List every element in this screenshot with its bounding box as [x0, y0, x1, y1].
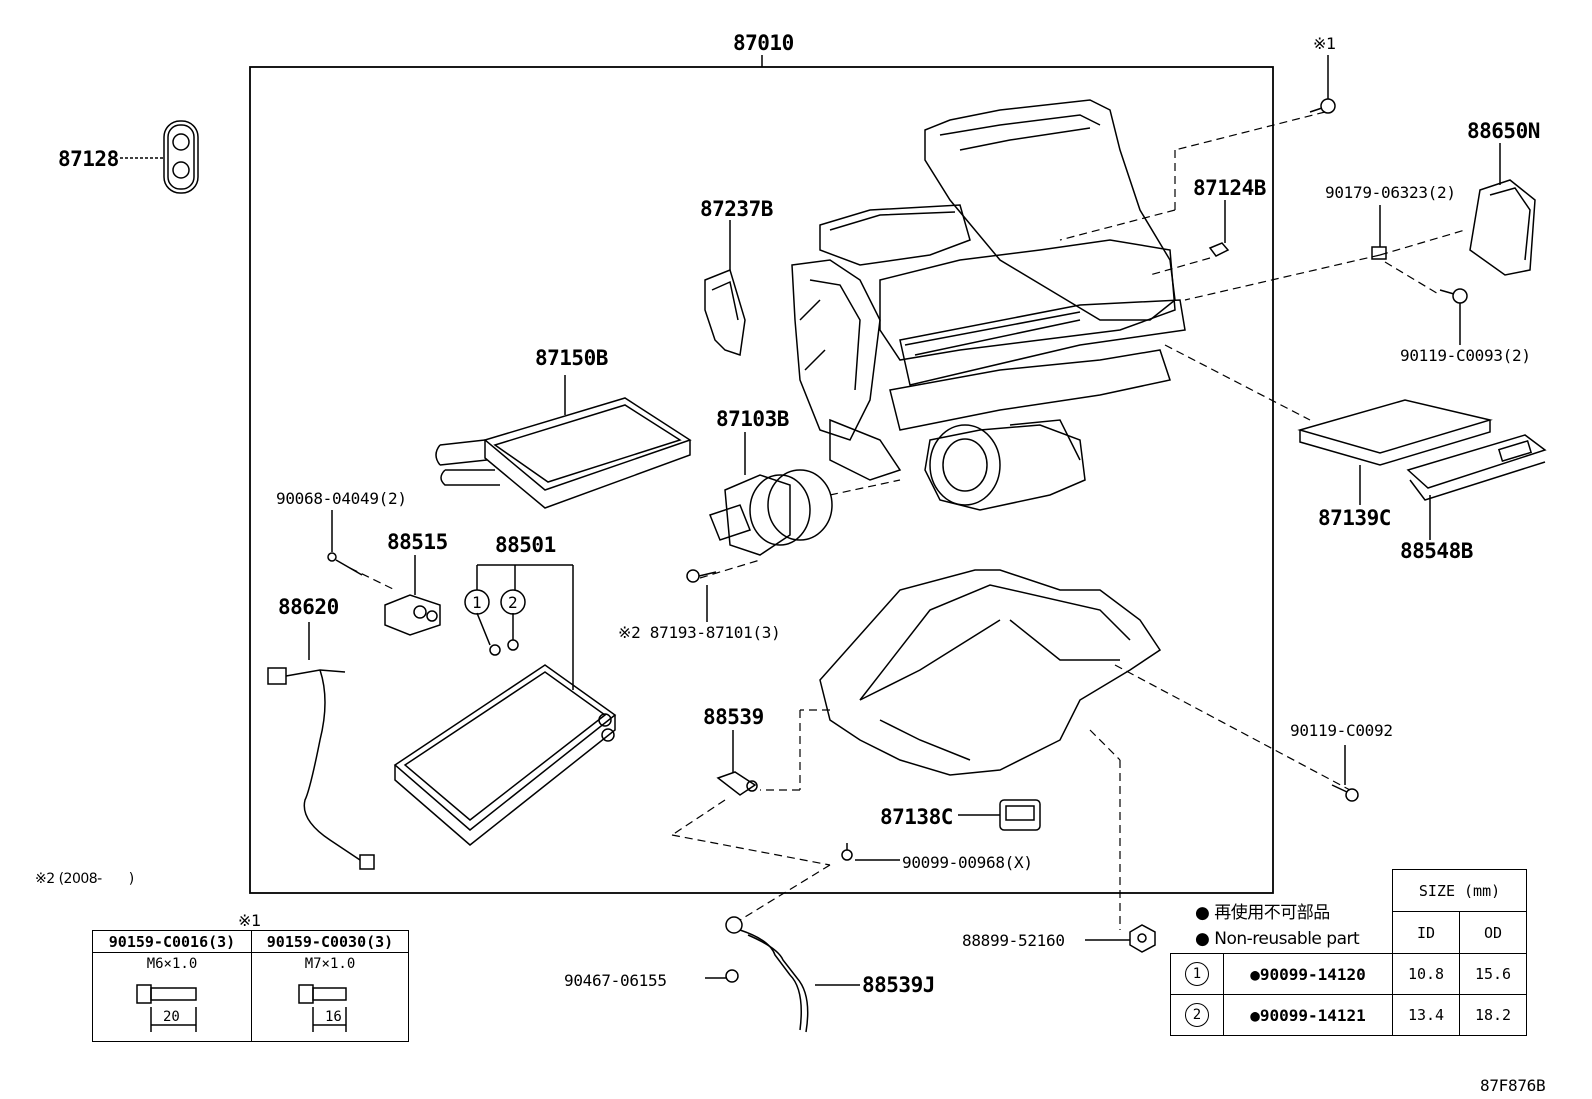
table-row: 1 ●90099-14120 10.8 15.6 — [1170, 953, 1527, 995]
row2-od: 18.2 — [1459, 994, 1527, 1036]
note1-mark: ※1 — [1313, 34, 1336, 53]
row2-id: 13.4 — [1392, 994, 1460, 1036]
label-90119-C0093: 90119-C0093(2) — [1400, 346, 1531, 365]
table-blank-mid-left — [1170, 911, 1393, 954]
assembly-frame — [249, 66, 1274, 894]
od-header: OD — [1459, 911, 1527, 954]
callout-number-1: 1 — [472, 593, 482, 612]
grommet-87128 — [120, 120, 199, 194]
screw-87193 — [686, 569, 717, 622]
callout-circle-2 — [500, 589, 526, 615]
label-90179-06323: 90179-06323(2) — [1325, 183, 1456, 202]
evaporator-88501 — [393, 564, 617, 846]
diagram-code: 87F876B — [1480, 1076, 1546, 1095]
label-88899-52160: 88899-52160 — [962, 931, 1065, 950]
pipe-88539J — [725, 916, 860, 1033]
bolt-col2-length: 16 — [325, 1009, 342, 1025]
bolt-col1-cell: M6×1.0 20 — [92, 952, 252, 1042]
label-88539J: 88539J — [862, 973, 935, 997]
id-header: ID — [1392, 911, 1460, 954]
label-87103B: 87103B — [716, 407, 789, 431]
bolt-spec-table: 90159-C0016(3) 90159-C0030(3) M6×1.0 20 … — [92, 930, 409, 1042]
row1-od: 15.6 — [1459, 953, 1527, 995]
row1-num: 1 — [1170, 953, 1224, 995]
label-87237B: 87237B — [700, 197, 773, 221]
label-88501: 88501 — [495, 533, 556, 557]
row2-num: 2 — [1170, 994, 1224, 1036]
table-blank-top-left — [1171, 870, 1393, 912]
row2-num-circle: 2 — [1185, 1003, 1209, 1027]
heater-case-lower — [819, 569, 1162, 776]
thermistor-88620 — [267, 622, 375, 870]
clamp-90467 — [705, 969, 739, 983]
label-90068-04049: 90068-04049(2) — [276, 489, 407, 508]
note2-text: ※2 (2008- ) — [35, 871, 134, 887]
label-88515: 88515 — [387, 530, 448, 554]
leader-lines — [349, 111, 1466, 930]
label-87139C: 87139C — [1318, 506, 1391, 530]
bolt-col2-cell: M7×1.0 16 — [251, 952, 409, 1042]
sensor-88539 — [716, 730, 758, 796]
bolt-col1-length: 20 — [163, 1009, 180, 1025]
clips — [1208, 55, 1468, 345]
callout-number-2: 2 — [508, 593, 518, 612]
connector-87138C — [958, 799, 1041, 831]
label-88548B: 88548B — [1400, 539, 1473, 563]
label-90467-06155: 90467-06155 — [564, 971, 667, 990]
label-88650N: 88650N — [1467, 119, 1540, 143]
bolt-90068 — [327, 510, 363, 576]
label-87193-87101: ※2 87193-87101(3) — [618, 623, 781, 642]
o-ring-size-table: SIZE (mm) ID OD 1 ●90099-14120 10.8 15.6… — [1170, 869, 1527, 1036]
label-87128: 87128 — [58, 147, 119, 171]
row1-num-circle: 1 — [1185, 962, 1209, 986]
bolt-col1-thread: M6×1.0 — [146, 956, 198, 972]
label-87124B: 87124B — [1193, 176, 1266, 200]
row1-part: ●90099-14120 — [1223, 953, 1393, 995]
label-90119-C0092: 90119-C0092 — [1290, 721, 1393, 740]
label-87138C: 87138C — [880, 805, 953, 829]
filter-cover-88548B — [1406, 434, 1547, 540]
expansion-valve-88515 — [384, 555, 441, 636]
amplifier-88650N — [1469, 143, 1536, 276]
label-87150B: 87150B — [535, 346, 608, 370]
callout-circle-1 — [464, 589, 490, 615]
table-row: 2 ●90099-14121 13.4 18.2 — [1170, 994, 1527, 1036]
filter-87139C — [1297, 399, 1493, 505]
bolt-90119-C0092 — [1331, 745, 1359, 802]
label-88539: 88539 — [703, 705, 764, 729]
bolt-col2-thread: M7×1.0 — [304, 956, 356, 972]
blower-motor-87103B — [709, 432, 833, 556]
bracket-87237B — [704, 220, 746, 356]
clip-90099-00968 — [841, 843, 900, 861]
label-90099-00968: 90099-00968(X) — [902, 853, 1033, 872]
bolt-col1-part: 90159-C0016(3) — [92, 930, 252, 953]
size-header: SIZE (mm) — [1392, 869, 1527, 912]
heater-core-87150B — [435, 375, 692, 509]
heater-case-upper — [791, 99, 1186, 511]
row2-part: ●90099-14121 — [1223, 994, 1393, 1036]
nut-88899 — [1085, 924, 1156, 953]
label-88620: 88620 — [278, 595, 339, 619]
row1-id: 10.8 — [1392, 953, 1460, 995]
label-87010: 87010 — [733, 31, 794, 55]
bolt-table-mark: ※1 — [238, 911, 261, 930]
bolt-col2-part: 90159-C0030(3) — [251, 930, 409, 953]
